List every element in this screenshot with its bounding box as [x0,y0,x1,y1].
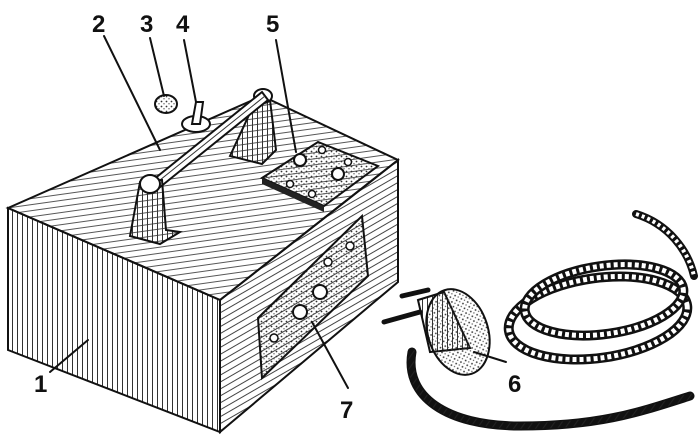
callout-2: 2 [92,11,105,38]
callout-1: 1 [34,371,47,398]
top-terminal-panel [259,140,381,212]
leader-lines [49,35,507,389]
callout-4: 4 [176,11,190,38]
side-terminal-panel [256,213,370,381]
callout-7: 7 [340,397,353,424]
callout-3: 3 [140,11,153,38]
mains-plug [381,287,491,376]
rod-holder [128,88,278,246]
toggle-switch [181,101,211,133]
callout-5: 5 [266,11,279,38]
callout-6: 6 [508,371,521,398]
indicator-lamp [154,94,178,114]
mains-cord [406,210,698,431]
